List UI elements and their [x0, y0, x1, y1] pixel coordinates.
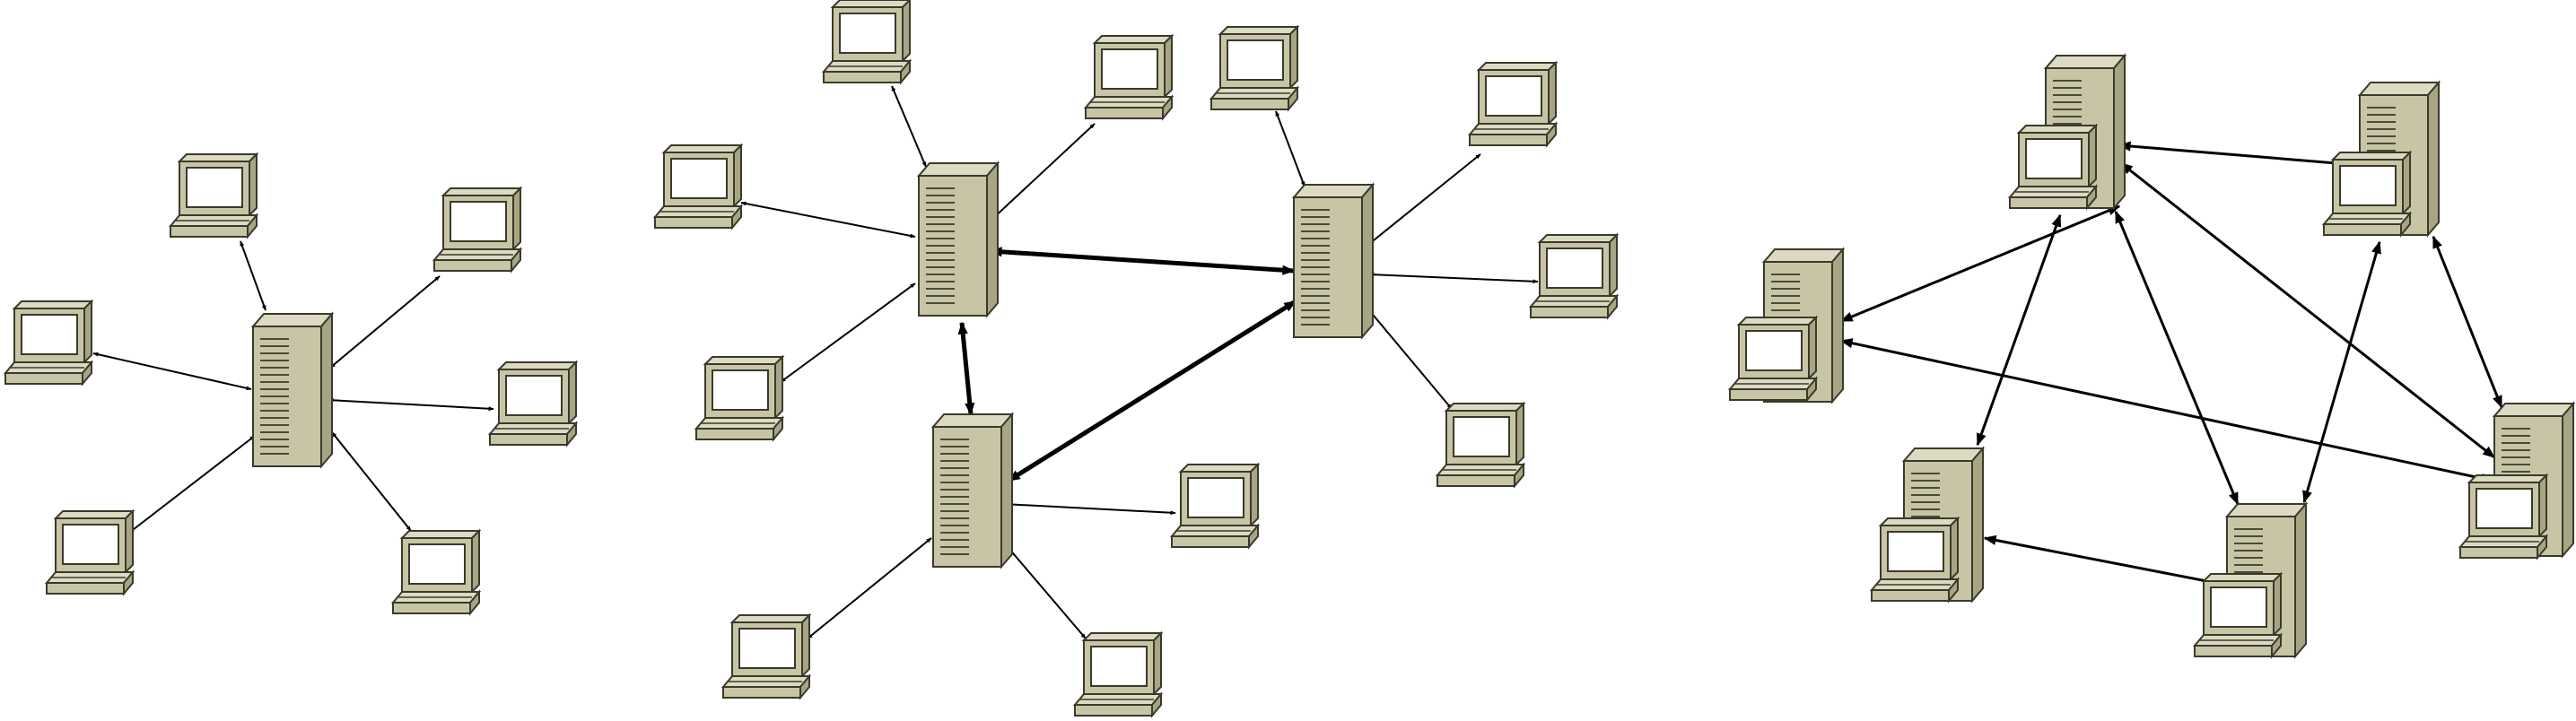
- computer-icon: [1469, 62, 1557, 146]
- computer-icon: [1085, 35, 1173, 119]
- computer-icon: [1171, 464, 1259, 548]
- computer-icon: [170, 153, 258, 238]
- computer-icon: [46, 510, 134, 595]
- edges: [92, 240, 494, 534]
- panel-centralized: [4, 153, 577, 614]
- server-icon: [1293, 184, 1374, 338]
- server-links: [1839, 141, 2503, 588]
- computer-icon: [722, 614, 810, 699]
- server-icon: [932, 413, 1013, 568]
- computer-icon: [654, 144, 742, 229]
- combined-server-computer-icon: [2194, 503, 2307, 657]
- computer-icon: [1436, 403, 1524, 487]
- computer-icon: [1530, 234, 1618, 318]
- computer-icon: [695, 356, 783, 440]
- combined-server-computer-icon: [2009, 55, 2126, 209]
- panel-peer-to-peer: [1729, 55, 2574, 657]
- computer-icon: [823, 0, 911, 83]
- combined-server-computer-icon: [2459, 403, 2574, 559]
- server-icon: [918, 162, 999, 317]
- combined-server-computer-icon: [2323, 82, 2440, 236]
- computer-icon: [1074, 632, 1162, 717]
- panel-decentralized: [654, 0, 1618, 717]
- edges: [740, 85, 1539, 639]
- server-links: [957, 247, 1297, 483]
- computer-icon: [4, 300, 92, 385]
- combined-server-computer-icon: [1871, 447, 1984, 602]
- computer-icon: [489, 361, 577, 446]
- computer-icon: [392, 530, 480, 614]
- combined-server-computer-icon: [1729, 248, 1844, 403]
- computer-icon: [433, 187, 521, 272]
- server-icon: [252, 313, 333, 467]
- computer-icon: [1210, 26, 1298, 110]
